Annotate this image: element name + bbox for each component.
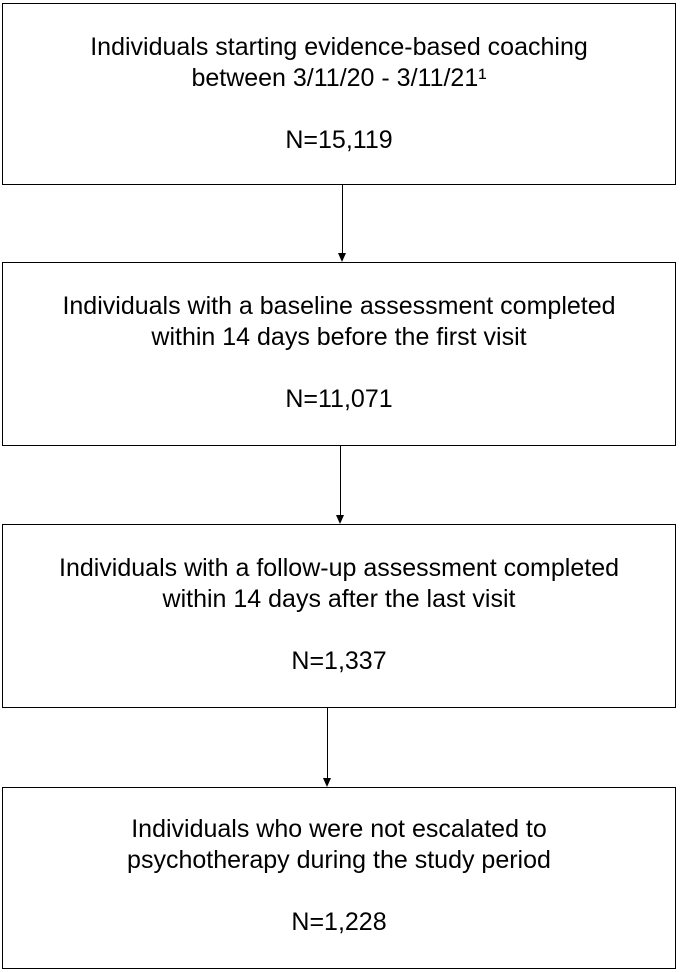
flow-box-text-line-1: Individuals who were not escalated to xyxy=(131,815,547,843)
flow-box-text-line-1: Individuals starting evidence-based coac… xyxy=(90,33,588,61)
flow-box-text-line-1: Individuals with a baseline assessment c… xyxy=(62,292,616,320)
flow-box-text-line-2: between 3/11/20 - 3/11/21¹ xyxy=(191,64,487,92)
flow-box-text-line-2: within 14 days after the last visit xyxy=(162,585,516,613)
flow-box-count: N=1,337 xyxy=(291,647,387,675)
flow-box-baseline-assessment: Individuals with a baseline assessment c… xyxy=(2,262,676,446)
arrow-down-icon xyxy=(336,515,344,524)
flow-box-not-escalated: Individuals who were not escalated to ps… xyxy=(2,787,676,969)
connector-line-2 xyxy=(340,446,341,515)
flow-box-text-line-2: psychotherapy during the study period xyxy=(127,846,551,874)
flow-box-count: N=1,228 xyxy=(291,908,387,936)
flow-box-count: N=15,119 xyxy=(285,126,393,154)
flow-box-followup-assessment: Individuals with a follow-up assessment … xyxy=(2,524,676,708)
flow-box-count: N=11,071 xyxy=(285,385,393,413)
flow-box-coaching-start: Individuals starting evidence-based coac… xyxy=(2,3,676,185)
arrow-down-icon xyxy=(323,778,331,787)
flow-box-text-line-1: Individuals with a follow-up assessment … xyxy=(59,554,619,582)
connector-line-3 xyxy=(327,708,328,778)
connector-line-1 xyxy=(342,185,343,253)
flow-box-text-line-2: within 14 days before the first visit xyxy=(151,323,527,351)
arrow-down-icon xyxy=(338,253,346,262)
